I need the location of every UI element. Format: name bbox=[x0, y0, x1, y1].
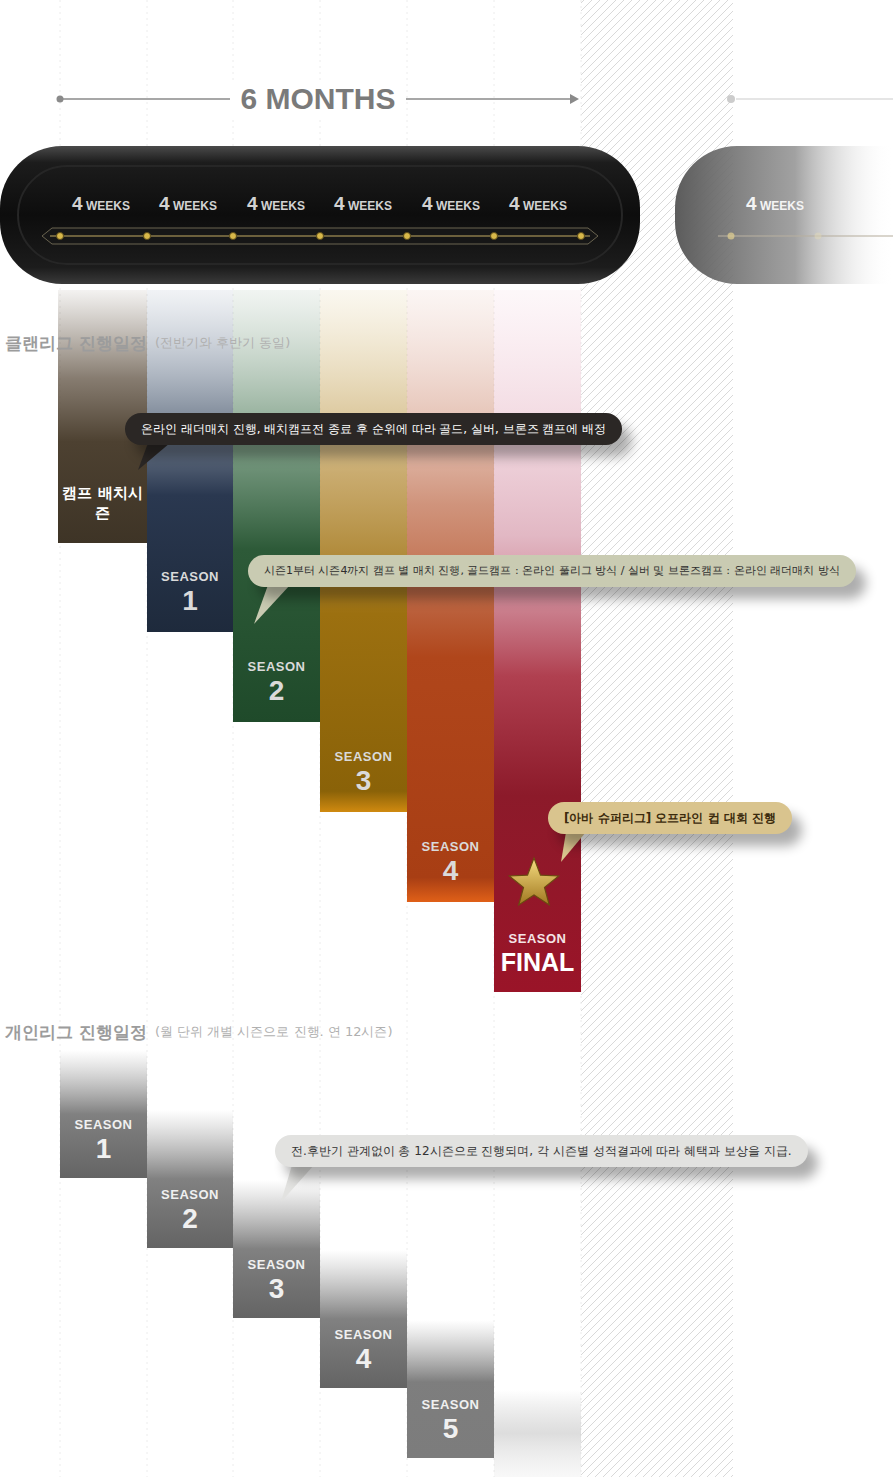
band-label: 캠프 배치시즌 bbox=[62, 483, 143, 523]
callout-bubble: 온라인 래더매치 진행, 배치캠프전 종료 후 순위에 따라 골드, 실버, 브… bbox=[125, 413, 622, 445]
section-heading: 개인리그 진행일정 bbox=[5, 1021, 147, 1043]
callout-bubble: [아바 슈퍼리그] 오프라인 컵 대회 진행 bbox=[548, 802, 792, 834]
week-label: 4 WEEKS bbox=[72, 194, 130, 216]
season-band: SEASON5 bbox=[407, 1320, 494, 1458]
week-label: 4 WEEKS bbox=[159, 194, 217, 216]
week-label: 4 WEEKS bbox=[334, 194, 392, 216]
callout-bubble: 시즌1부터 시즌4까지 캠프 별 매치 진행, 골드캠프 : 온라인 풀리그 방… bbox=[248, 555, 856, 587]
season-band: SEASON2 bbox=[233, 290, 320, 722]
season-band: SEASONFINAL bbox=[494, 290, 581, 992]
season-number: 2 bbox=[269, 675, 285, 706]
season-number: 3 bbox=[269, 1273, 285, 1304]
season-label: SEASON bbox=[422, 839, 480, 855]
season-band: SEASON4 bbox=[320, 1250, 407, 1388]
season-number: 3 bbox=[356, 765, 372, 796]
season-band: SEASON4 bbox=[407, 290, 494, 902]
callout-text: 시즌1부터 시즌4까지 캠프 별 매치 진행, 골드캠프 : 온라인 풀리그 방… bbox=[264, 563, 840, 579]
week-label: 4 WEEKS bbox=[509, 194, 567, 216]
section-heading: 클랜리그 진행일정 bbox=[5, 332, 147, 354]
season-number: 5 bbox=[443, 1413, 459, 1444]
section-note: (전반기와 후반기 동일) bbox=[155, 332, 290, 354]
season-band: 캠프 배치시즌 bbox=[58, 290, 147, 543]
season-label: SEASON bbox=[509, 931, 567, 947]
season-number: 4 bbox=[356, 1343, 372, 1374]
callout-text: 온라인 래더매치 진행, 배치캠프전 종료 후 순위에 따라 골드, 실버, 브… bbox=[141, 421, 606, 437]
callout-text: 전.후반기 관계없이 총 12시즌으로 진행되며, 각 시즌별 성적결과에 따라… bbox=[291, 1143, 792, 1159]
callout-text: [아바 슈퍼리그] 오프라인 컵 대회 진행 bbox=[564, 810, 776, 826]
season-label: SEASON bbox=[248, 1257, 306, 1273]
season-number: 4 bbox=[443, 855, 459, 886]
season-label: SEASON bbox=[161, 569, 219, 585]
period-label: 6 MONTHS bbox=[230, 81, 405, 117]
season-band: SEASON3 bbox=[233, 1180, 320, 1318]
season-label: SEASON bbox=[75, 1117, 133, 1133]
season-label: SEASON bbox=[422, 1397, 480, 1413]
season-label: SEASON bbox=[335, 749, 393, 765]
season-number: 1 bbox=[182, 585, 198, 616]
season-band: SEASON1 bbox=[60, 1050, 147, 1178]
season-band: SEASON2 bbox=[147, 1110, 233, 1248]
week-label: 4 WEEKS bbox=[746, 194, 804, 216]
section-note: (월 단위 개별 시즌으로 진행. 연 12시즌) bbox=[155, 1021, 393, 1043]
week-label: 4 WEEKS bbox=[422, 194, 480, 216]
callout-bubble: 전.후반기 관계없이 총 12시즌으로 진행되며, 각 시즌별 성적결과에 따라… bbox=[275, 1135, 808, 1167]
season-band: SEASON3 bbox=[320, 290, 407, 812]
season-number: 2 bbox=[182, 1203, 198, 1234]
season-label: SEASON bbox=[248, 659, 306, 675]
season-label: SEASON bbox=[161, 1187, 219, 1203]
season-label: SEASON bbox=[335, 1327, 393, 1343]
week-label: 4 WEEKS bbox=[247, 194, 305, 216]
season-number: 1 bbox=[96, 1133, 112, 1164]
season-number: FINAL bbox=[501, 947, 575, 978]
